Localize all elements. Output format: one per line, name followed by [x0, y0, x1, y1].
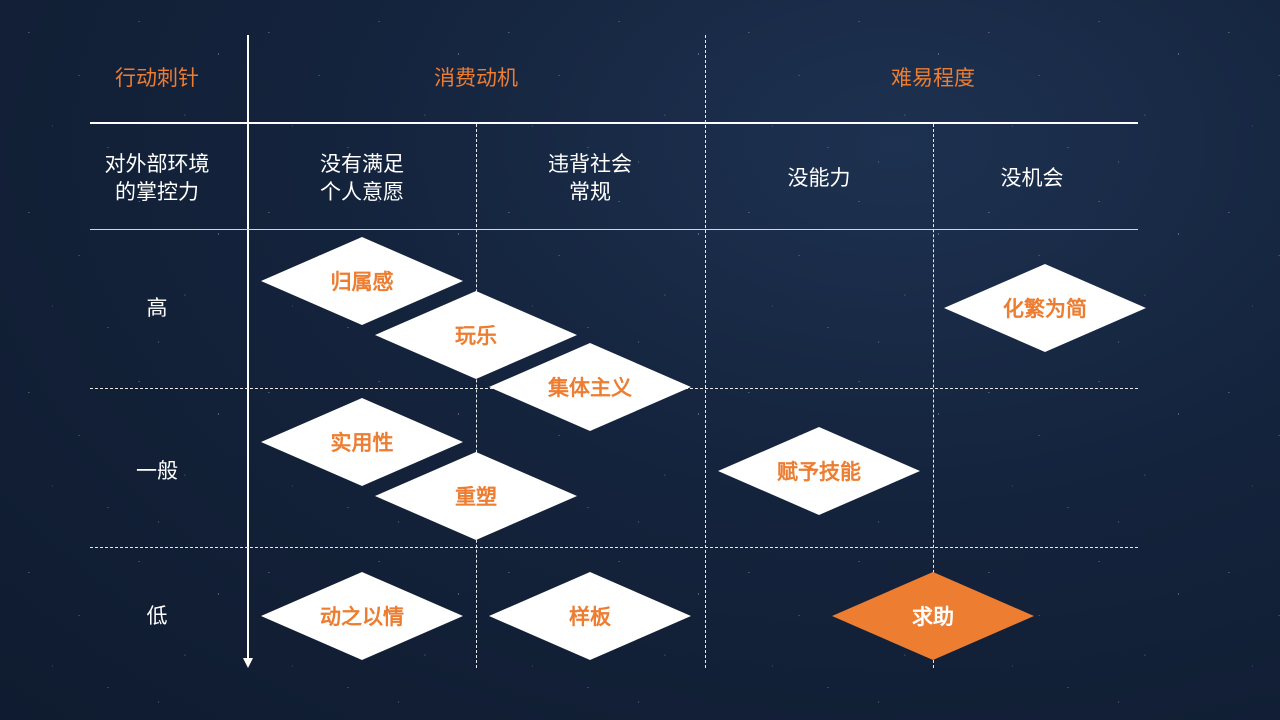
- column-header-line: 没有满足: [320, 152, 404, 176]
- diamond-reshape: 重塑: [375, 452, 577, 540]
- column-divider: [476, 124, 477, 668]
- diamond-label: 实用性: [330, 431, 394, 455]
- vertical-axis-line: [247, 35, 249, 663]
- row-divider: [90, 547, 1138, 548]
- diamond-practicality: 实用性: [261, 398, 463, 486]
- column-header-social-norms: 违背社会 常规: [548, 150, 632, 206]
- arrow-down-icon: [243, 658, 253, 668]
- row-header-line: 的掌控力: [115, 180, 199, 204]
- header-divider: [90, 122, 1138, 124]
- diamond-emotion: 动之以情: [261, 572, 463, 660]
- column-header-line: 常规: [569, 180, 611, 204]
- column-header-line: 个人意愿: [320, 180, 404, 204]
- diamond-label: 样板: [569, 605, 611, 629]
- subheader-divider: [90, 229, 1138, 230]
- column-header-no-opportunity: 没机会: [1000, 166, 1064, 190]
- corner-header: 行动刺针: [115, 66, 199, 90]
- diamond-empower-skills: 赋予技能: [718, 427, 920, 515]
- diamond-fun: 玩乐: [375, 291, 577, 379]
- diamond-belonging: 归属感: [261, 237, 463, 325]
- diamond-label: 玩乐: [455, 324, 497, 348]
- diamond-label: 化繁为简: [1003, 297, 1087, 321]
- diamond-label: 集体主义: [548, 376, 632, 400]
- diamond-seek-help: 求助: [832, 572, 1034, 660]
- diamond-label: 求助: [912, 605, 954, 629]
- column-divider: [933, 124, 934, 668]
- column-header-line: 违背社会: [548, 152, 632, 176]
- row-header: 对外部环境 的掌控力: [105, 150, 210, 206]
- group-header-difficulty: 难易程度: [891, 66, 975, 90]
- row-label-medium: 一般: [136, 459, 178, 483]
- column-divider: [705, 35, 706, 668]
- group-header-motivation: 消费动机: [434, 66, 518, 90]
- diamond-label: 归属感: [330, 270, 394, 294]
- diamond-collectivism: 集体主义: [489, 343, 691, 431]
- column-header-unmet-wishes: 没有满足 个人意愿: [320, 150, 404, 206]
- diamond-label: 重塑: [455, 485, 497, 509]
- diamond-label: 动之以情: [320, 605, 404, 629]
- column-header-no-ability: 没能力: [787, 166, 851, 190]
- diamond-label: 赋予技能: [777, 460, 861, 484]
- row-label-high: 高: [146, 296, 168, 320]
- row-header-line: 对外部环境: [104, 152, 210, 176]
- row-label-low: 低: [146, 604, 168, 628]
- diamond-role-model: 样板: [489, 572, 691, 660]
- diamond-simplify: 化繁为简: [944, 264, 1146, 352]
